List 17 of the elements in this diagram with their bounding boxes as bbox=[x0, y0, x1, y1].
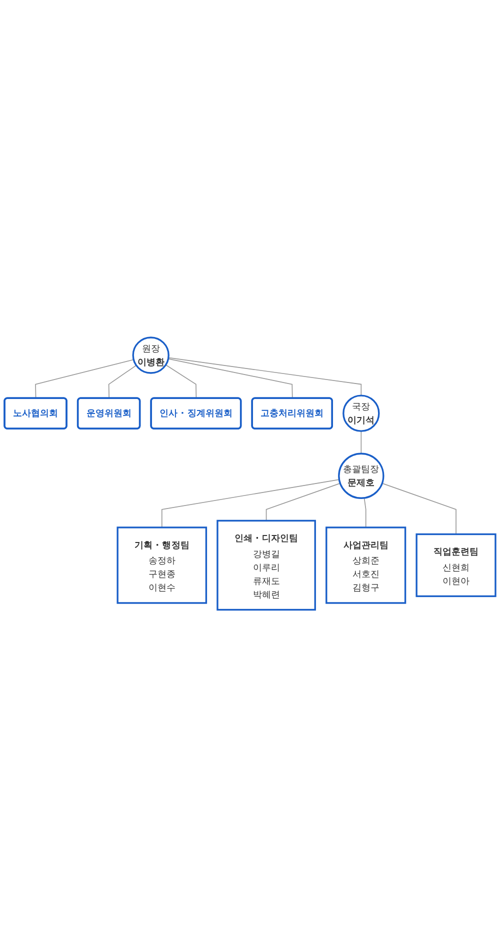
connector bbox=[364, 498, 366, 528]
connector bbox=[165, 364, 197, 400]
connector bbox=[360, 431, 362, 454]
node-box: 인쇄 · 디자인팀 강병길 이루리 류재도 박혜련 bbox=[216, 520, 316, 611]
connector bbox=[108, 365, 137, 400]
connector bbox=[266, 483, 341, 522]
node-box: 사업관리팀 상희준 서호진 김형구 bbox=[326, 526, 406, 604]
connector bbox=[382, 483, 456, 535]
node-box: 기획 · 행정팀 송정하 구현종 이현수 bbox=[116, 526, 208, 604]
node-box: 직업훈련팀 신현희 이현아 bbox=[416, 534, 496, 598]
node-circle: 원장 이병환 bbox=[132, 337, 170, 374]
connector bbox=[168, 358, 362, 396]
node-circle: 국장 이기석 bbox=[342, 395, 380, 432]
connector bbox=[35, 360, 134, 400]
connector bbox=[161, 480, 340, 528]
connector bbox=[168, 358, 293, 400]
node-circle: 총괄팀장 문제호 bbox=[338, 453, 384, 500]
